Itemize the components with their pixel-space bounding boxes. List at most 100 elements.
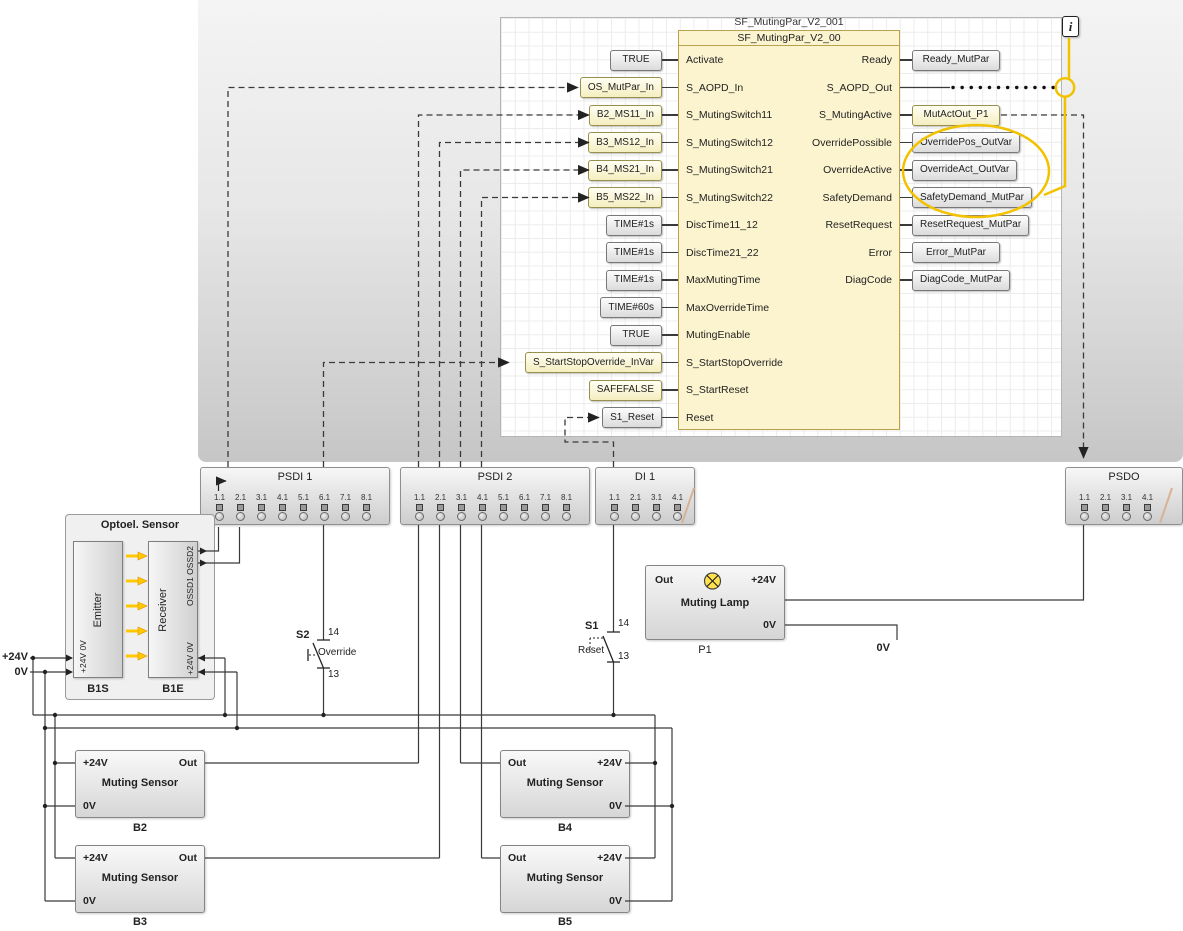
connector-wire: [662, 389, 678, 391]
terminal-number: 7.1: [539, 493, 552, 502]
terminal: 4.1: [272, 493, 293, 521]
fb-output-pin[interactable]: S_MutingActive: [819, 109, 892, 121]
terminal-number: 2.1: [1099, 493, 1112, 502]
input-connector-box[interactable]: S1_Reset: [602, 407, 662, 428]
switch-s1-terminal-14: 14: [618, 618, 630, 629]
terminal-screw-icon: [279, 504, 286, 511]
input-connector-box[interactable]: B2_MS11_In: [588, 104, 662, 126]
fb-input-row: TIME#1s: [420, 239, 678, 267]
fb-input-pin[interactable]: Activate: [686, 54, 724, 66]
terminal: 1.1: [409, 493, 430, 521]
input-connector-box[interactable]: B3_MS12_In: [588, 132, 662, 153]
terminal-number: 5.1: [297, 493, 310, 502]
fb-output-row: ResetRequest_MutPar: [900, 211, 1183, 239]
terminal: 3.1: [646, 493, 667, 521]
input-connector-box[interactable]: TIME#60s: [600, 297, 662, 318]
input-connector-box[interactable]: TRUE: [610, 324, 662, 346]
terminal-number: 4.1: [476, 493, 489, 502]
fb-input-row: S1_Reset: [420, 404, 678, 432]
terminal-number: 1.1: [608, 493, 621, 502]
terminal-socket-icon: [215, 512, 224, 521]
terminal-socket-icon: [1080, 512, 1089, 521]
output-connector-box[interactable]: DiagCode_MutPar: [912, 269, 1011, 291]
fb-input-pin[interactable]: Reset: [686, 411, 714, 424]
fb-input-row: B3_MS12_In: [420, 129, 678, 157]
terminal: 1.1: [1074, 493, 1095, 521]
fb-output-pin[interactable]: S_AOPD_Out: [826, 81, 892, 94]
terminal-screw-icon: [1081, 504, 1088, 511]
input-connector-box[interactable]: B5_MS22_In: [588, 187, 662, 208]
connector-wire: [900, 279, 912, 281]
input-connector-box[interactable]: SAFEFALSE: [588, 379, 662, 401]
fb-output-pin[interactable]: DiagCode: [845, 274, 892, 286]
terminal: 3.1: [251, 493, 272, 521]
fb-output-pin[interactable]: ResetRequest: [825, 219, 892, 231]
fb-output-row: OverrideAct_OutVar: [900, 156, 1183, 184]
info-icon[interactable]: i: [1062, 16, 1079, 37]
terminal-screw-icon: [479, 504, 486, 511]
connector-wire: [900, 114, 912, 116]
terminal: 7.1: [535, 493, 556, 521]
output-connector-box[interactable]: Error_MutPar: [912, 242, 1000, 263]
input-connector-box[interactable]: OS_MutPar_In: [579, 77, 662, 98]
terminal-socket-icon: [610, 512, 619, 521]
input-connector-box[interactable]: TIME#1s: [605, 242, 662, 263]
fb-output-row: Error_MutPar: [900, 239, 1183, 267]
input-connector-box[interactable]: B4_MS21_In: [588, 159, 662, 181]
terminal-screw-icon: [563, 504, 570, 511]
terminal-screw-icon: [363, 504, 370, 511]
connector-wire: [662, 251, 678, 254]
connector-wire: [662, 224, 678, 226]
muting-sensor-b3: +24V Out Muting Sensor 0V: [75, 845, 205, 913]
fb-input-pin[interactable]: MaxOverrideTime: [686, 301, 770, 314]
terminal-number: 4.1: [671, 493, 684, 502]
input-connector-box[interactable]: S_StartStopOverride_InVar: [525, 352, 662, 373]
input-connector-box[interactable]: TIME#1s: [605, 269, 662, 291]
fb-output-pin[interactable]: OverridePossible: [812, 136, 892, 149]
fb-output-row: Ready_MutPar: [900, 46, 1183, 74]
terminal-number: 2.1: [629, 493, 642, 502]
receiver-ossd-label: OSSD1 OSSD2: [185, 546, 195, 606]
fb-output-pin[interactable]: Ready: [861, 54, 892, 66]
terminal-socket-icon: [652, 512, 661, 521]
terminal-socket-icon: [1143, 512, 1152, 521]
connector-wire: [662, 361, 678, 364]
terminal: 2.1: [1095, 493, 1116, 521]
output-connector-box[interactable]: Ready_MutPar: [912, 49, 1000, 71]
fb-input-row: TRUE: [420, 46, 678, 74]
connector-wire: [900, 59, 912, 61]
fb-input-row: B5_MS22_In: [420, 184, 678, 212]
input-connector-box[interactable]: TRUE: [610, 49, 662, 71]
terminal: 2.1: [430, 493, 451, 521]
fb-output-pin[interactable]: SafetyDemand: [822, 191, 892, 204]
fb-output-pin[interactable]: OverrideActive: [823, 164, 892, 176]
terminal-screw-icon: [1123, 504, 1130, 511]
output-connector-box[interactable]: MutActOut_P1: [912, 104, 1000, 126]
fb-input-pin[interactable]: S_StartReset: [686, 384, 749, 396]
terminal-socket-icon: [341, 512, 350, 521]
fb-input-pin[interactable]: MutingEnable: [686, 329, 751, 341]
terminal-socket-icon: [541, 512, 550, 521]
terminal-screw-icon: [674, 504, 681, 511]
fb-output-row: MutActOut_P1: [900, 101, 1183, 129]
terminal: 4.1: [472, 493, 493, 521]
output-connector-box[interactable]: ResetRequest_MutPar: [912, 214, 1030, 236]
terminal-number: 1.1: [413, 493, 426, 502]
fb-input-pin[interactable]: S_StartStopOverride: [686, 356, 783, 369]
function-block-type-name: SF_MutingPar_V2_00: [679, 31, 899, 46]
fb-output-pin[interactable]: Error: [868, 246, 892, 259]
output-connector-box[interactable]: OverridePos_OutVar: [912, 132, 1021, 153]
optoelectronic-sensor-title: Optoel. Sensor: [100, 519, 180, 531]
fb-instance-title: SF_MutingPar_V2_001: [734, 16, 844, 28]
receiver-supply-label: +24V 0V: [185, 642, 195, 675]
terminal: 4.1: [1137, 493, 1158, 521]
input-connector-box[interactable]: TIME#1s: [605, 214, 662, 236]
output-connector-box[interactable]: OverrideAct_OutVar: [912, 159, 1018, 181]
output-connector-box[interactable]: SafetyDemand_MutPar: [912, 187, 1032, 208]
fb-input-row: OS_MutPar_In: [420, 74, 678, 102]
fb-input-row: TIME#60s: [420, 294, 678, 322]
emitter-label: Emitter: [92, 592, 104, 627]
muting-sensor-b2: +24V Out Muting Sensor 0V: [75, 750, 205, 818]
